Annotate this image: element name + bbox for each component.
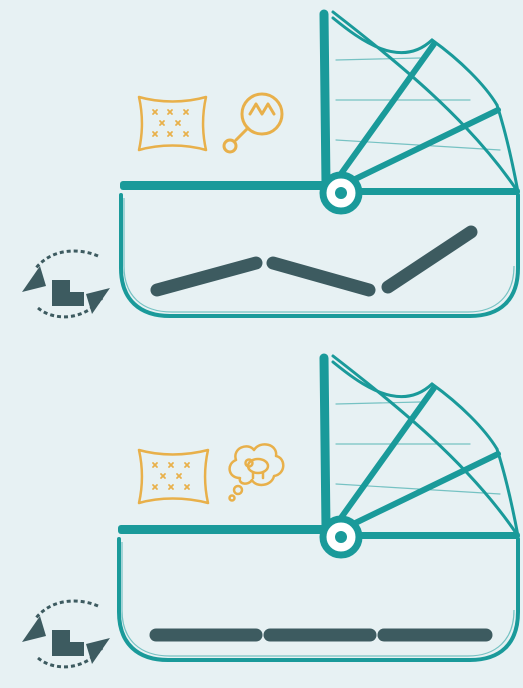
sleeping-sheep-icon (230, 444, 284, 500)
canopy-hood (324, 356, 518, 536)
mattress-inclined (157, 232, 471, 290)
bassinet-basket (120, 181, 520, 316)
pillow-icon (139, 450, 208, 503)
rotate-arrows-icon (22, 601, 110, 667)
bassinet-incline-panel (0, 0, 523, 344)
rotate-arrows-icon (22, 251, 110, 317)
rattle-icon (224, 94, 282, 152)
canopy-hood (324, 12, 518, 192)
bassinet-flat-illustration (0, 344, 523, 688)
pillow-icon (139, 97, 206, 150)
bassinet-flat-panel (0, 344, 523, 688)
hood-hinge-icon (323, 175, 359, 211)
hood-hinge-icon (323, 519, 359, 555)
bassinet-incline-illustration (0, 0, 523, 344)
